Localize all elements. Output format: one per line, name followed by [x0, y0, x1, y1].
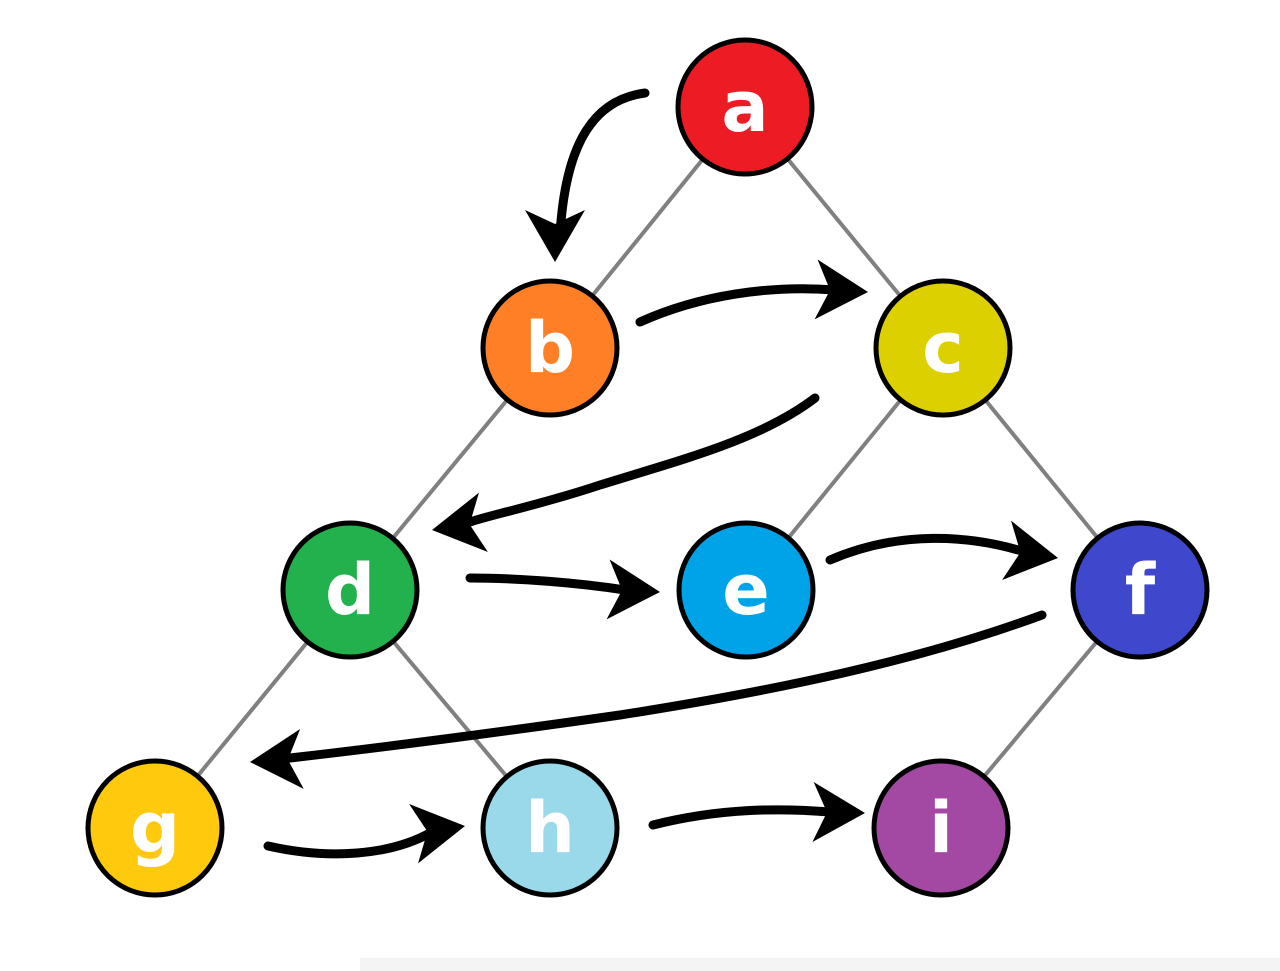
node-b: b — [480, 278, 620, 418]
arrow-shaft-e-f — [825, 533, 1030, 565]
arrow-shaft-h-i — [648, 805, 835, 830]
arrow-g-h — [263, 804, 465, 864]
node-label-b: b — [525, 307, 575, 389]
arrow-shaft-b-c — [635, 284, 840, 327]
node-label-f: f — [1125, 549, 1157, 631]
node-label-c: c — [922, 307, 964, 389]
arrow-head-e-f — [1002, 520, 1058, 580]
node-label-a: a — [721, 66, 768, 148]
arrow-head-c-d — [432, 492, 488, 552]
arrow-head-d-e — [606, 559, 660, 620]
arrow-head-f-g — [250, 728, 304, 789]
arrow-h-i — [648, 781, 865, 842]
node-label-h: h — [525, 787, 575, 869]
arrow-e-f — [825, 520, 1058, 580]
node-e: e — [676, 520, 816, 660]
node-a: a — [675, 37, 815, 177]
node-circle-b — [480, 278, 620, 418]
arrow-b-c — [635, 259, 868, 327]
arrow-head-g-h — [409, 804, 465, 864]
arrow-head-b-c — [814, 259, 868, 320]
arrow-head-h-i — [812, 781, 865, 842]
node-circle-h — [480, 758, 620, 898]
node-h: h — [480, 758, 620, 898]
node-circle-i — [871, 758, 1011, 898]
node-circle-c — [873, 278, 1013, 418]
node-circle-d — [280, 520, 420, 660]
node-d: d — [280, 520, 420, 660]
node-i: i — [871, 758, 1011, 898]
node-circle-f — [1070, 520, 1210, 660]
arrow-shaft-a-b — [555, 88, 650, 240]
arrow-shaft-f-g — [285, 610, 1047, 763]
node-circle-e — [676, 520, 816, 660]
tree-nodes: a b c d e f g h i — [85, 37, 1210, 898]
node-c: c — [873, 278, 1013, 418]
arrow-f-g — [250, 610, 1047, 789]
node-label-g: g — [130, 787, 180, 869]
node-circle-a — [675, 37, 815, 177]
bottom-band — [360, 958, 1280, 971]
arrow-shaft-c-d — [465, 393, 820, 527]
node-f: f — [1070, 520, 1210, 660]
arrow-a-b — [525, 88, 650, 262]
arrow-head-a-b — [525, 210, 585, 262]
arrow-shaft-g-h — [263, 828, 435, 859]
node-g: g — [85, 758, 225, 898]
node-label-i: i — [929, 787, 953, 869]
node-circle-g — [85, 758, 225, 898]
node-label-d: d — [325, 549, 375, 631]
node-label-e: e — [722, 549, 769, 631]
traversal-arrows — [250, 88, 1058, 864]
arrow-shaft-d-e — [465, 573, 630, 595]
arrow-c-d — [432, 393, 820, 552]
arrow-d-e — [465, 559, 660, 620]
